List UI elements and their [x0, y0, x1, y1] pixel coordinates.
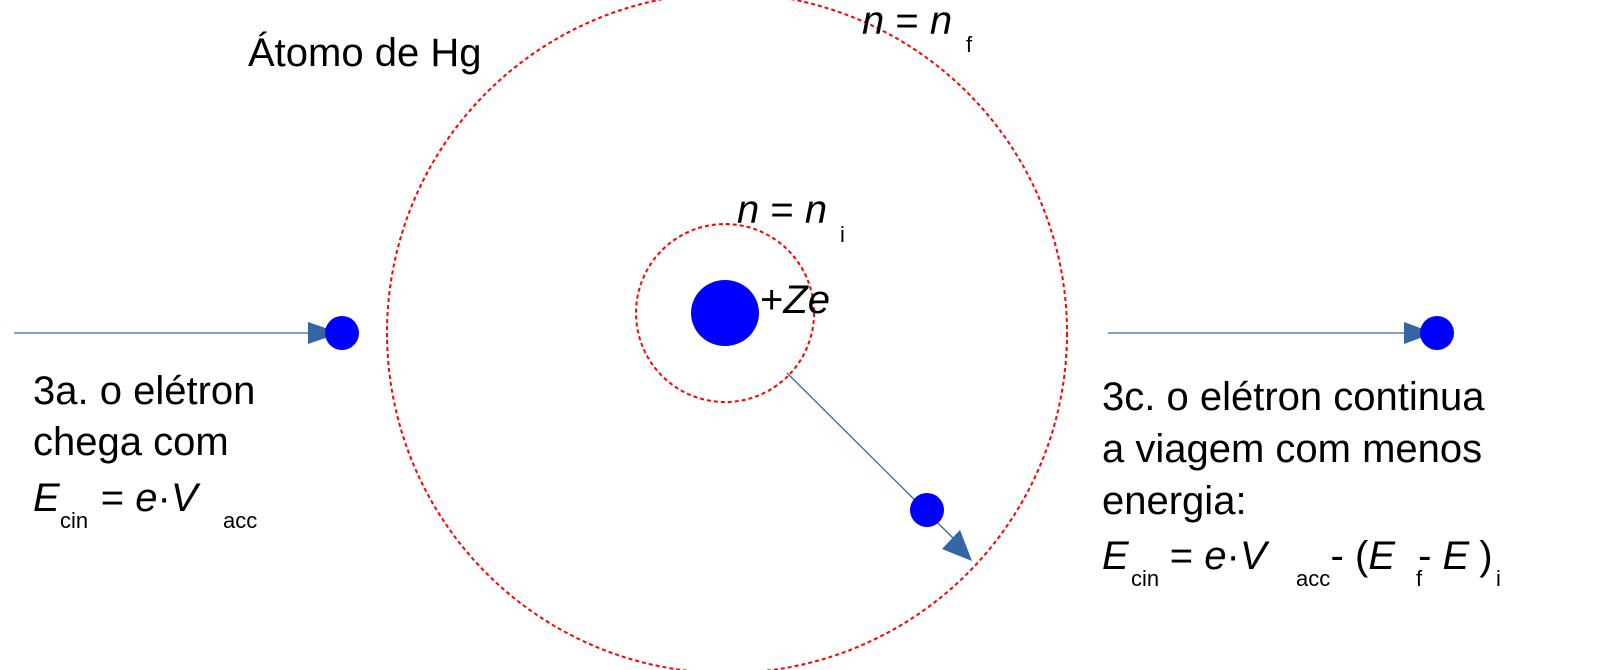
incoming-electron [325, 316, 359, 350]
right-note-E-subscript: cin [1131, 566, 1159, 591]
right-note-line1: 3c. o elétron continua [1102, 375, 1485, 419]
atom-label: Átomo de Hg [248, 30, 481, 75]
inner-orbit [635, 223, 815, 403]
nucleus-charge-label: +Ze [760, 278, 830, 322]
excited-electron [910, 493, 944, 527]
right-note-Ei-subscript: i [1496, 566, 1501, 591]
incoming-arrowhead [308, 322, 340, 344]
left-note-line2: chega com [33, 420, 229, 464]
right-note-V-subscript: acc [1296, 566, 1330, 591]
left-note-line1: 3a. o elétron [33, 369, 255, 413]
left-note-formula: E = e·V [33, 476, 201, 520]
inner-orbit-label: n = n [737, 188, 827, 232]
right-note-line2: a viagem com menos [1102, 427, 1482, 471]
outer-orbit [386, 0, 1068, 670]
right-note-Ef-subscript: f [1416, 566, 1423, 591]
left-note-E-subscript: cin [60, 508, 88, 533]
right-note-formula: E = e·V- (E - E) [1102, 534, 1493, 578]
excitation-arrowhead [942, 530, 972, 561]
outer-orbit-label: n = n [862, 0, 952, 43]
outgoing-arrowhead [1404, 322, 1434, 344]
outgoing-electron [1420, 316, 1454, 350]
nucleus [691, 280, 759, 346]
left-note-V-subscript: acc [223, 508, 257, 533]
inner-orbit-subscript: i [840, 222, 845, 247]
outer-orbit-subscript: f [966, 32, 973, 57]
right-note-line3: energia: [1102, 479, 1247, 523]
